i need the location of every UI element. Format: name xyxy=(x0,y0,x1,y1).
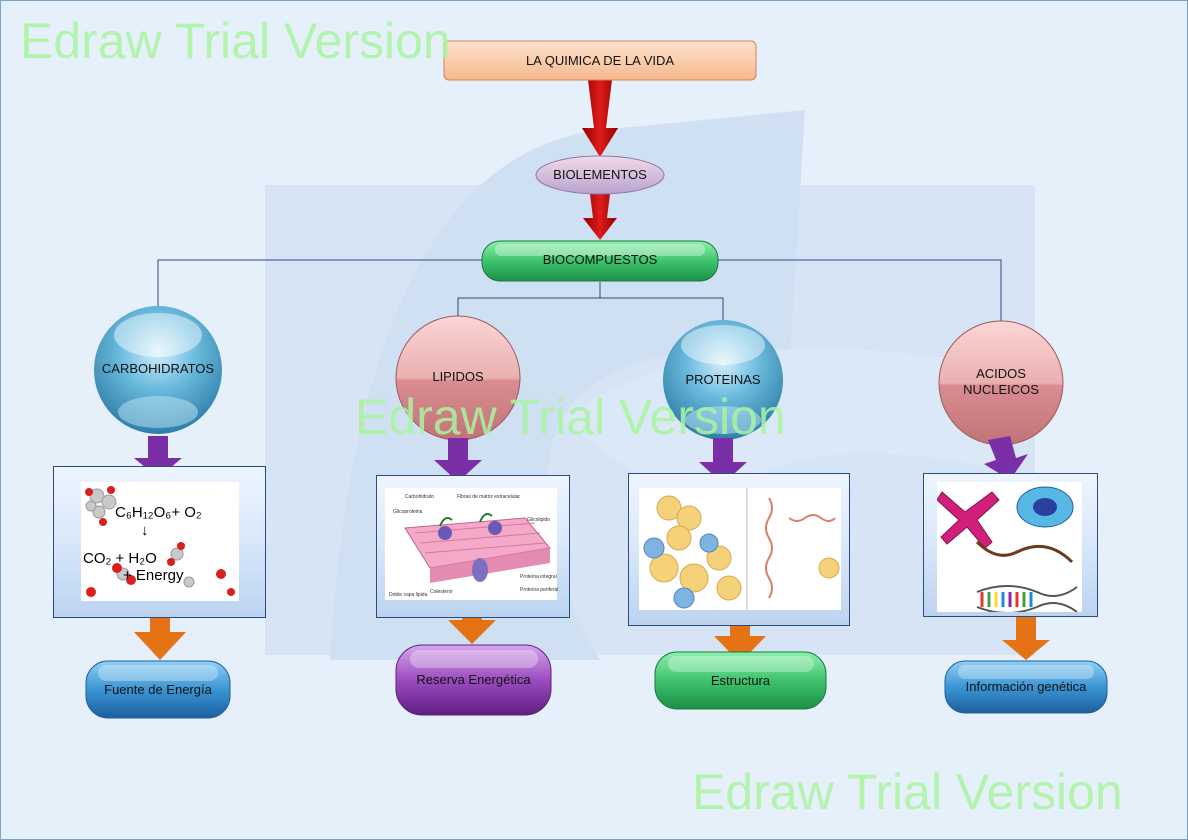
lipidos-image-card xyxy=(376,475,570,618)
lipid-label-7: Doble capa lipida xyxy=(389,592,428,598)
protein-drawing xyxy=(643,488,840,610)
acidos-label-line1: ACIDOS xyxy=(976,366,1026,381)
carbohidratos-image-card: C₆H₁₂O₆+ O₂ ↓ CO₂ + H₂O + Energy xyxy=(53,466,266,618)
connectors xyxy=(157,259,1002,322)
biolementos-node[interactable] xyxy=(535,155,665,195)
purple-arrows xyxy=(134,436,1028,484)
proteinas-node[interactable] xyxy=(663,320,783,440)
proteinas-image-card xyxy=(628,473,850,626)
watermark-center: Edraw Trial Version xyxy=(355,389,786,445)
estructura-node[interactable] xyxy=(654,651,827,710)
protein-structure-image xyxy=(639,488,841,610)
lipid-label-1: Fibras de matriz extracelular xyxy=(457,494,521,500)
lipid-label-5: Colesterol xyxy=(430,589,453,595)
lipid-label-3: Glicolipido xyxy=(527,517,551,523)
formula-line-1: C₆H₁₂O₆+ O₂ xyxy=(115,504,202,521)
informacion-genetica-label: Información genética xyxy=(965,679,1087,694)
molecule-icons xyxy=(85,486,235,597)
root-label: LA QUIMICA DE LA VIDA xyxy=(525,52,675,68)
formula-line-3: + Energy xyxy=(123,567,184,584)
watermark-bottom-right: Edraw Trial Version xyxy=(692,764,1123,820)
proteinas-label: PROTEINAS xyxy=(685,372,761,387)
glucose-reaction-image: C₆H₁₂O₆+ O₂ ↓ CO₂ + H₂O + Energy xyxy=(81,482,239,601)
lipid-label-2: Glicoproteina xyxy=(393,509,423,515)
estructura-label: Estructura xyxy=(710,672,771,688)
cell-membrane-image xyxy=(385,488,557,600)
carbohidratos-node[interactable] xyxy=(94,306,222,434)
orange-arrows xyxy=(134,598,1050,663)
watermark-top-left: Edraw Trial Version xyxy=(20,13,451,69)
fuente-energia-node[interactable] xyxy=(85,660,231,719)
membrane-drawing xyxy=(404,513,551,583)
red-arrows xyxy=(582,80,618,240)
reserva-energetica-label: Reserva Energética xyxy=(416,672,531,687)
lipid-label-0: Carbohidrato xyxy=(405,494,434,500)
reserva-energetica-node[interactable] xyxy=(395,644,552,716)
lipid-label-6: Proteína periferal xyxy=(520,587,559,593)
fuente-energia-label: Fuente de Energía xyxy=(104,681,212,697)
lipidos-label: LIPIDOS xyxy=(432,369,484,384)
formula-line-2: CO₂ + H₂O xyxy=(83,550,157,567)
dna-chromosome-image xyxy=(937,482,1082,612)
acidos-label-line2: NUCLEICOS xyxy=(963,382,1039,397)
acidos-image-card xyxy=(923,473,1098,617)
dna-drawing xyxy=(937,486,1078,612)
lipid-label-4: Proteína integral xyxy=(520,574,557,580)
biocompuestos-label: BIOCOMPUESTOS xyxy=(542,252,658,267)
biocompuestos-node[interactable] xyxy=(481,240,719,282)
acidos-label: ACIDOS NUCLEICOS xyxy=(939,364,1063,400)
root-node[interactable] xyxy=(443,40,757,81)
informacion-genetica-node[interactable] xyxy=(944,660,1108,714)
formula-arrow: ↓ xyxy=(141,522,149,539)
biolementos-label: BIOLEMENTOS xyxy=(553,167,647,182)
carbohidratos-label: CARBOHIDRATOS xyxy=(101,361,215,376)
